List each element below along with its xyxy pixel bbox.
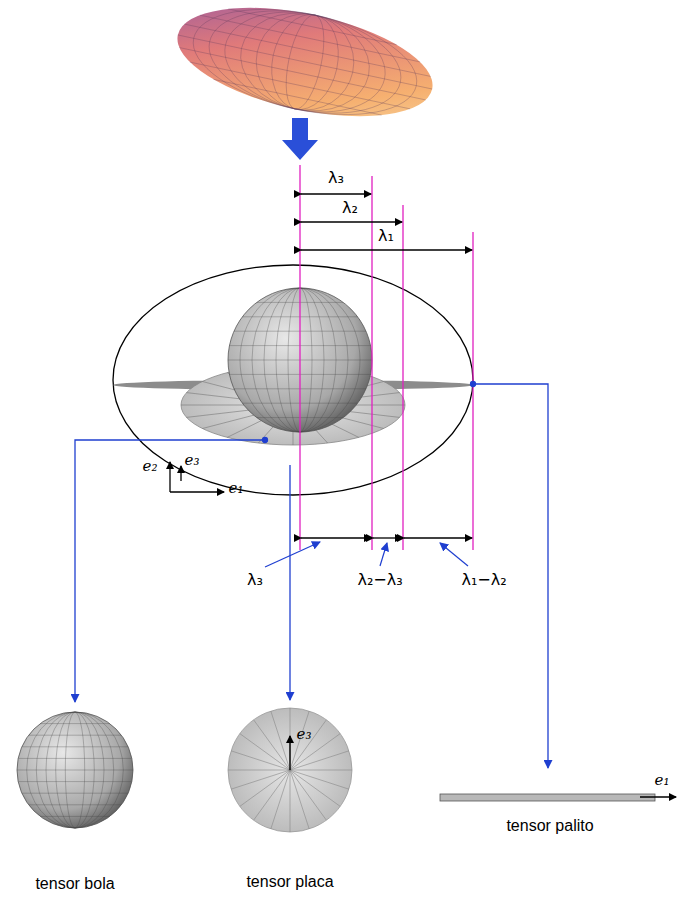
dimension-label: λ₂−λ₃ xyxy=(357,571,402,589)
dimension-label: λ₂ xyxy=(342,199,358,217)
texture-stroke xyxy=(18,781,132,782)
blue-arrow xyxy=(282,118,318,160)
axis-label: e₁ xyxy=(229,480,244,497)
texture-stroke xyxy=(22,793,128,794)
texture-stroke xyxy=(290,708,291,770)
plate-tensor xyxy=(228,708,352,832)
texture-stroke xyxy=(240,734,290,770)
texture-stroke xyxy=(17,770,133,771)
texture-stroke xyxy=(22,746,128,747)
texture-stroke xyxy=(271,711,290,770)
axis-label: e₂ xyxy=(143,458,158,475)
component-leaders xyxy=(75,382,548,769)
axis-label: e₃ xyxy=(297,726,312,743)
texture-stroke xyxy=(18,758,132,759)
texture-stroke xyxy=(29,804,122,805)
texture-stroke xyxy=(290,770,309,829)
texture-stroke xyxy=(184,0,427,133)
texture-stroke xyxy=(178,35,432,89)
texture-stroke xyxy=(290,770,352,771)
texture-stroke xyxy=(200,0,411,129)
dimension-label: λ₃ xyxy=(247,571,263,589)
texture-stroke xyxy=(231,751,290,770)
ball-tensor xyxy=(17,712,133,828)
dimension-label: λ₁−λ₂ xyxy=(461,571,506,589)
texture-stroke xyxy=(290,770,349,789)
texture-stroke xyxy=(290,770,291,832)
texture-stroke xyxy=(290,770,340,806)
texture-stroke xyxy=(290,751,349,770)
texture-stroke xyxy=(29,735,122,736)
tensor-name: tensor bola xyxy=(35,875,114,893)
texture-stroke xyxy=(254,720,290,770)
tensor-name: tensor placa xyxy=(246,873,333,891)
dimension-label: λ₁ xyxy=(378,227,394,245)
texture-stroke xyxy=(290,770,326,820)
dimension-arrows xyxy=(301,194,472,538)
texture-stroke xyxy=(200,15,420,62)
leader-lines xyxy=(265,542,468,567)
tensor-name: tensor palito xyxy=(506,817,593,835)
dimension-label: λ₃ xyxy=(328,169,344,187)
texture-stroke xyxy=(40,816,110,817)
guide-lines xyxy=(300,165,473,550)
texture-stroke xyxy=(213,79,381,115)
axis-label: e₁ xyxy=(655,772,670,789)
texture-stroke xyxy=(190,62,410,109)
texture-stroke xyxy=(40,723,110,724)
texture-stroke xyxy=(290,720,326,770)
texture-stroke xyxy=(228,770,290,771)
texture-stroke xyxy=(179,48,425,100)
texture-stroke xyxy=(240,770,290,806)
ellipsoid xyxy=(168,0,442,136)
central-figure xyxy=(113,265,473,495)
texture-stroke xyxy=(231,770,290,789)
axis-label: e₃ xyxy=(185,452,200,469)
texture-stroke xyxy=(271,770,290,829)
stick-tensor xyxy=(440,794,676,801)
texture-stroke xyxy=(254,770,290,820)
